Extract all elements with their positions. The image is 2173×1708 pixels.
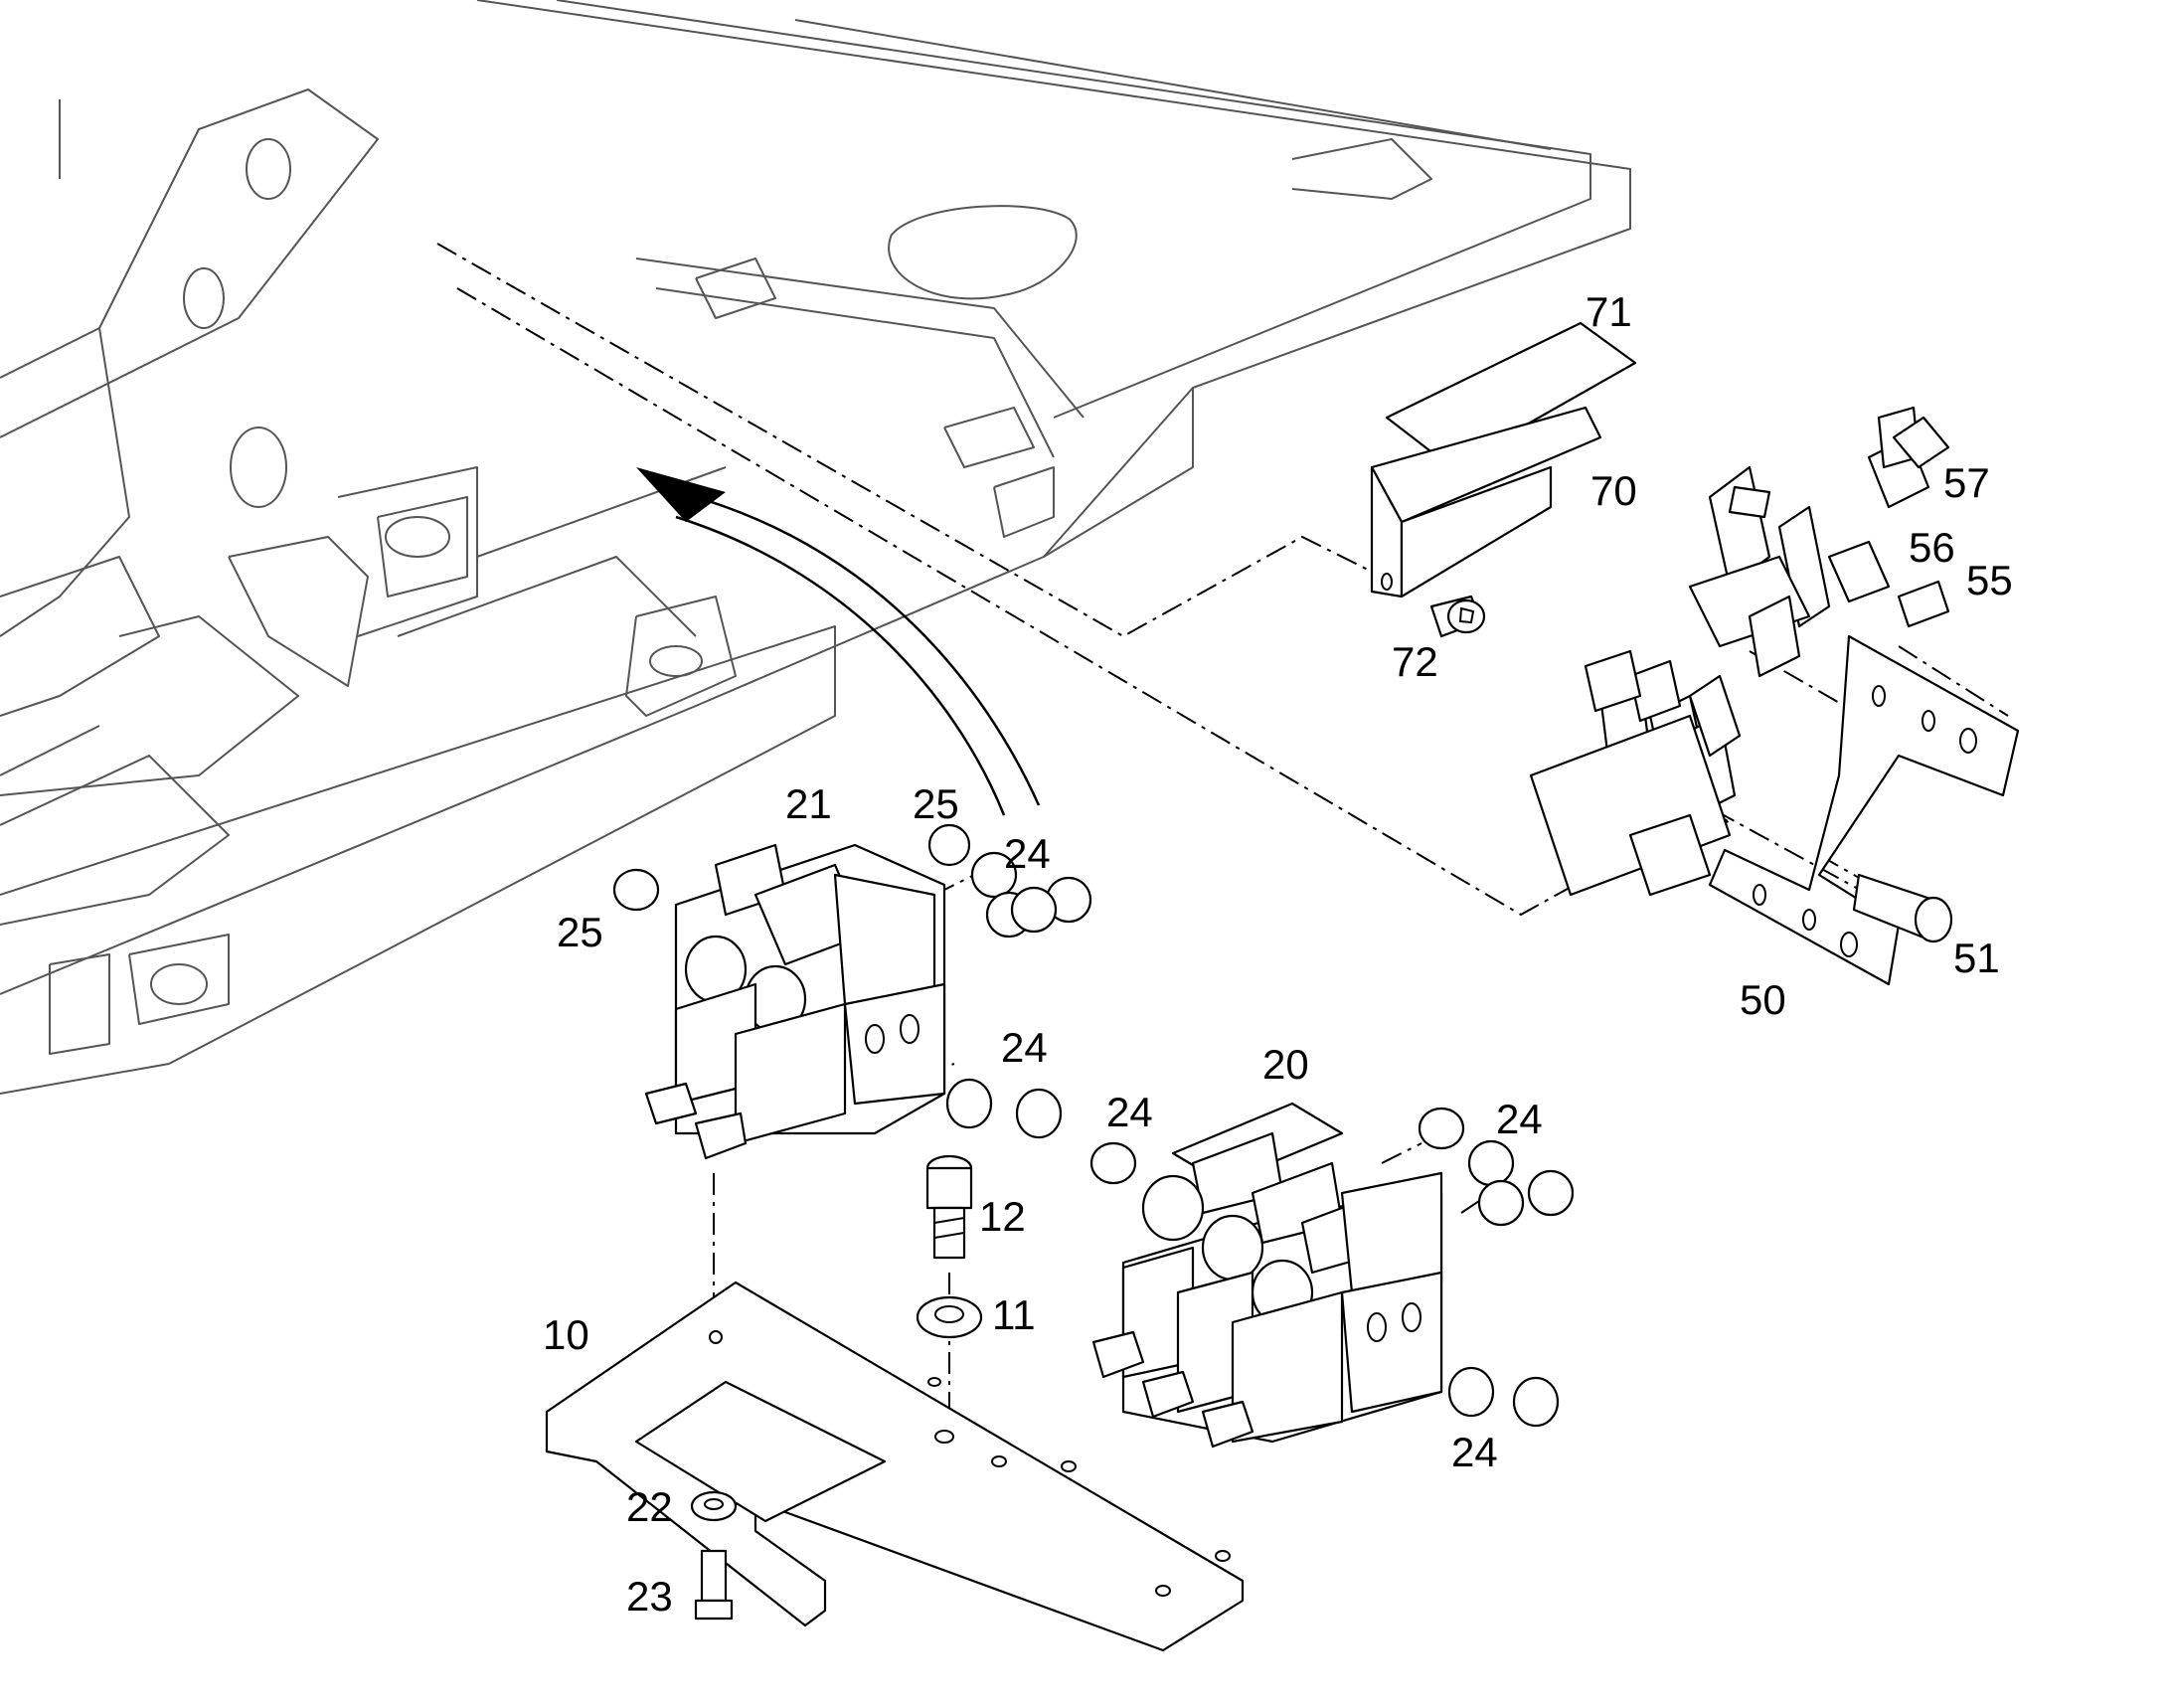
washer-11 [916, 1295, 983, 1339]
callout-71: 71 [1586, 288, 1632, 335]
callout-23: 23 [626, 1573, 673, 1620]
callout-55: 55 [1966, 557, 2013, 603]
callout-72: 72 [1392, 638, 1438, 685]
callout-24-e: 24 [1451, 1429, 1498, 1475]
callout-21: 21 [785, 780, 832, 827]
callout-11: 11 [992, 1291, 1036, 1338]
valve-block-20 [1089, 1102, 1575, 1449]
screw-51 [1852, 873, 1953, 943]
callout-24-d: 24 [1496, 1096, 1543, 1142]
callout-56: 56 [1909, 524, 1955, 571]
callout-24-c: 24 [1106, 1089, 1153, 1135]
valve-block-21 [612, 823, 1092, 1160]
callout-70: 70 [1590, 467, 1637, 514]
callout-12: 12 [979, 1193, 1026, 1240]
washer-22 [690, 1490, 738, 1522]
callout-25-a: 25 [913, 780, 959, 827]
assembly-arrow [636, 467, 1041, 816]
callout-24-a: 24 [1004, 830, 1051, 877]
bracket-50 [1708, 634, 2020, 986]
machine-frame [0, 0, 1631, 1095]
callout-10: 10 [543, 1311, 589, 1358]
callout-51: 51 [1953, 935, 2000, 981]
bracket-70 [1370, 406, 1602, 598]
callout-50: 50 [1740, 976, 1786, 1023]
callout-20: 20 [1262, 1041, 1309, 1088]
callout-22: 22 [626, 1483, 673, 1530]
callout-25-b: 25 [557, 909, 603, 955]
callout-24-b: 24 [1001, 1024, 1048, 1071]
screw-72 [1429, 595, 1486, 638]
fittings-group [1529, 406, 1950, 897]
screw-12 [925, 1154, 973, 1260]
callout-57: 57 [1943, 459, 1990, 506]
screw-23 [694, 1549, 734, 1621]
